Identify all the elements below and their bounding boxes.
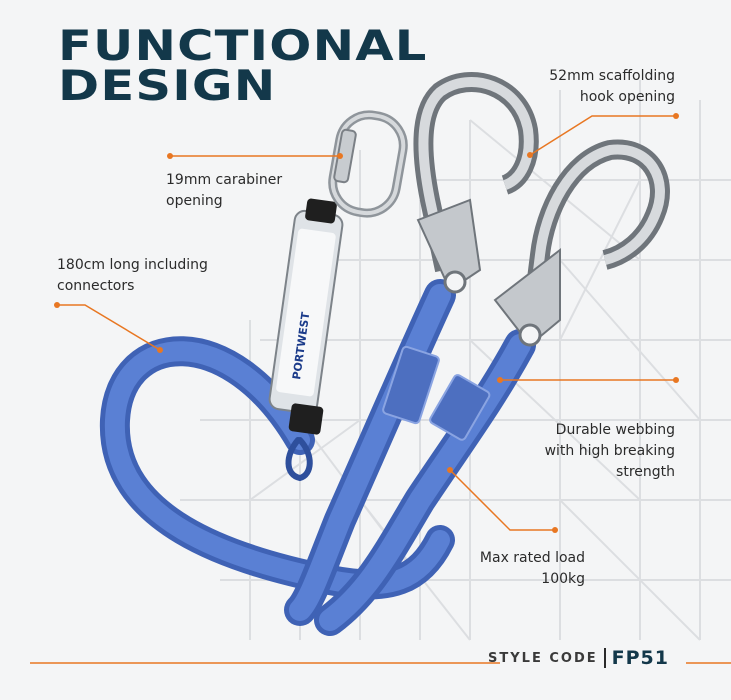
title-line-2: DESIGN bbox=[58, 61, 277, 110]
callout-carabiner-opening: 19mm carabiner opening bbox=[166, 170, 282, 212]
callout-max-load: Max rated load 100kg bbox=[480, 548, 585, 590]
carabiner-icon bbox=[328, 110, 408, 218]
callout-webbing: Durable webbing with high breaking stren… bbox=[545, 420, 675, 483]
callout-webbing-line3: strength bbox=[616, 464, 675, 480]
callout-load-line1: Max rated load bbox=[479, 550, 585, 566]
shock-absorber-icon: PORTWEST bbox=[268, 198, 344, 435]
style-code-label: STYLE CODE bbox=[488, 650, 598, 666]
style-code-divider bbox=[603, 648, 606, 668]
page-title: FUNCTIONAL DESIGN bbox=[58, 21, 428, 110]
callout-webbing-line1: Durable webbing bbox=[555, 422, 675, 438]
callout-length-line1: 180cm long including bbox=[57, 257, 208, 273]
callout-hook-line2: hook opening bbox=[579, 89, 675, 105]
callout-hook-opening: 52mm scaffolding hook opening bbox=[549, 66, 675, 108]
style-code-value: FP51 bbox=[611, 647, 669, 669]
lanyard-webbing-icon bbox=[99, 279, 536, 636]
callout-hook-line1: 52mm scaffolding bbox=[549, 68, 675, 84]
callout-length: 180cm long including connectors bbox=[57, 255, 208, 297]
scaffold-hook-icon bbox=[413, 72, 539, 294]
callout-length-line2: connectors bbox=[57, 278, 135, 294]
callout-leaders bbox=[30, 115, 731, 664]
callout-webbing-line2: with high breaking bbox=[544, 443, 675, 459]
callout-carabiner-line1: 19mm carabiner bbox=[166, 172, 283, 188]
scaffold-hook-icon-2 bbox=[493, 139, 670, 347]
style-code-badge: STYLE CODE FP51 bbox=[488, 647, 669, 669]
callout-load-line2: 100kg bbox=[541, 571, 585, 587]
callout-carabiner-line2: opening bbox=[166, 193, 223, 209]
title-line-1: FUNCTIONAL bbox=[58, 21, 428, 70]
callout-dots bbox=[54, 113, 679, 533]
